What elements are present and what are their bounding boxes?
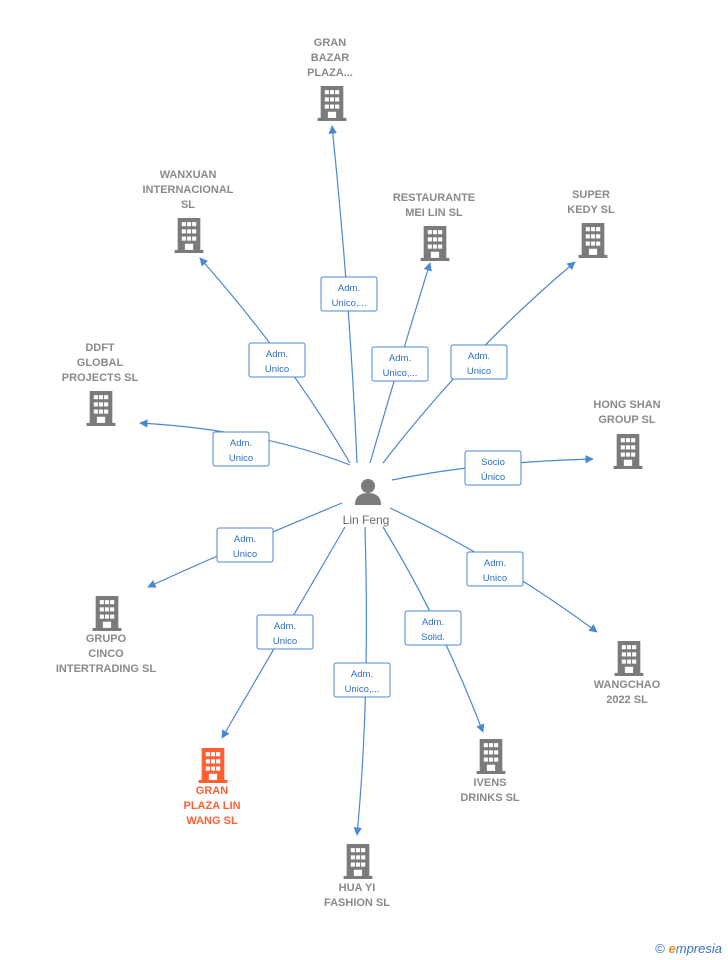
company-node-super-kedy[interactable]: SUPER KEDY SL (567, 189, 615, 258)
company-node-gran-plaza[interactable]: GRAN PLAZA LIN WANG SL (183, 748, 241, 827)
company-name-line: KEDY SL (567, 204, 615, 216)
company-name-line: DDFT (85, 342, 115, 354)
company-name-line: DRINKS SL (460, 792, 520, 804)
company-name-line: SUPER (572, 189, 610, 201)
company-node-gran-bazar[interactable]: GRAN BAZAR PLAZA... (307, 37, 353, 121)
role-text: Adm. (468, 351, 490, 362)
center-person-name: Lin Feng (343, 513, 390, 527)
company-node-restaurante[interactable]: RESTAURANTE MEI LIN SL (393, 192, 475, 261)
role-text: Unico (233, 549, 257, 560)
role-text: Adm. (230, 438, 252, 449)
company-name-line: GRUPO (86, 633, 127, 645)
company-name-line: PLAZA... (307, 67, 353, 79)
building-icon (317, 86, 347, 121)
copyright-icon: © (655, 941, 665, 956)
company-name-line: WANG SL (186, 815, 238, 827)
role-badge-ddft[interactable]: Adm. Unico (212, 431, 270, 467)
building-icon (420, 226, 450, 261)
company-name-line: GLOBAL (77, 357, 124, 369)
company-node-wangchao[interactable]: WANGCHAO 2022 SL (594, 641, 661, 706)
building-icon (92, 596, 122, 631)
role-badge-wangchao[interactable]: Adm. Unico (466, 551, 524, 587)
role-badge-gran-bazar[interactable]: Adm. Unico,... (320, 276, 378, 312)
role-text: Unico,... (383, 368, 418, 379)
company-name-line: RESTAURANTE (393, 192, 475, 204)
company-node-ivens[interactable]: IVENS DRINKS SL (460, 739, 520, 804)
company-name-line: INTERNACIONAL (142, 184, 233, 196)
role-text: Unico,... (345, 684, 380, 695)
building-icon (614, 641, 644, 676)
role-text: Adm. (484, 558, 506, 569)
building-icon (613, 434, 643, 469)
company-name-line: HUA YI (339, 882, 376, 894)
company-name-line: GROUP SL (598, 414, 656, 426)
company-node-hua-yi[interactable]: HUA YI FASHION SL (324, 844, 390, 909)
company-node-hong-shan[interactable]: HONG SHAN GROUP SL (593, 399, 661, 469)
company-name-line: CINCO (88, 648, 124, 660)
role-badge-gran-plaza[interactable]: Adm. Unico (256, 614, 314, 650)
company-name-line: FASHION SL (324, 897, 390, 909)
company-name-line: INTERTRADING SL (56, 663, 157, 675)
role-text: Socio (481, 457, 505, 468)
building-icon (198, 748, 228, 783)
role-text: Unico (483, 573, 507, 584)
role-text: Unico,... (332, 298, 367, 309)
person-icon (355, 479, 381, 505)
company-name-line: SL (181, 199, 195, 211)
company-name-line: IVENS (473, 777, 506, 789)
role-text: Unico (467, 366, 491, 377)
role-text: Adm. (422, 617, 444, 628)
role-text: Adm. (338, 283, 360, 294)
role-badge-ivens[interactable]: Adm. Solid. (404, 610, 462, 646)
building-icon (578, 223, 608, 258)
role-text: Unico (265, 364, 289, 375)
company-name-line: BAZAR (311, 52, 350, 64)
company-name-line: WANGCHAO (594, 679, 661, 691)
company-name-line: GRAN (196, 785, 228, 797)
company-name-line: GRAN (314, 37, 346, 49)
role-text: Adm. (389, 353, 411, 364)
role-badge-restaurante[interactable]: Adm. Unico,... (371, 346, 429, 382)
building-icon (476, 739, 506, 774)
company-name-line: PLAZA LIN (183, 800, 240, 812)
company-name-line: PROJECTS SL (62, 372, 139, 384)
role-badge-super-kedy[interactable]: Adm. Unico (450, 344, 508, 380)
company-node-grupo-cinco[interactable]: GRUPO CINCO INTERTRADING SL (56, 596, 157, 675)
role-text: Adm. (266, 349, 288, 360)
company-node-wanxuan[interactable]: WANXUAN INTERNACIONAL SL (142, 169, 234, 253)
center-person-node[interactable]: Lin Feng (343, 479, 390, 527)
building-icon (86, 391, 116, 426)
building-icon (343, 844, 373, 879)
role-badge-wanxuan[interactable]: Adm. Unico (248, 342, 306, 378)
role-text: Unico (229, 453, 253, 464)
role-text: Único (481, 472, 505, 483)
role-text: Adm. (234, 534, 256, 545)
role-badge-grupo-cinco[interactable]: Adm. Unico (216, 527, 274, 563)
role-text: Adm. (274, 621, 296, 632)
role-text: Unico (273, 636, 297, 647)
company-node-ddft[interactable]: DDFT GLOBAL PROJECTS SL (62, 342, 139, 426)
company-name-line: WANXUAN (160, 169, 217, 181)
company-name-line: 2022 SL (606, 694, 648, 706)
role-text: Adm. (351, 669, 373, 680)
copyright-footer: © empresia (655, 941, 722, 956)
role-text: Solid. (421, 632, 445, 643)
building-icon (174, 218, 204, 253)
brand-logo: empresia (668, 941, 722, 956)
company-name-line: HONG SHAN (593, 399, 660, 411)
role-badge-hua-yi[interactable]: Adm. Unico,... (333, 662, 391, 698)
company-name-line: MEI LIN SL (405, 207, 463, 219)
